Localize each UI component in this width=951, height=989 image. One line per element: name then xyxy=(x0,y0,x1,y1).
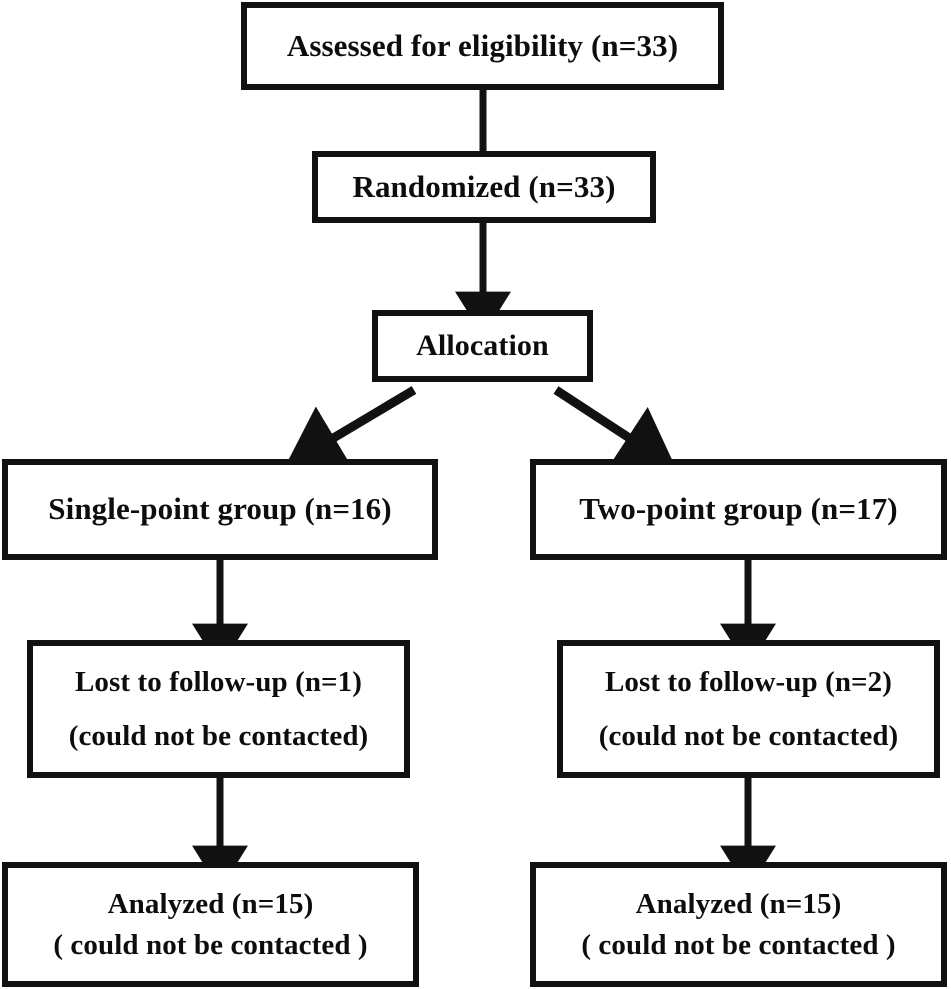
node-analyzed-right-line-1: Analyzed (n=15) xyxy=(635,888,842,921)
node-single-point-group: Single-point group (n=16) xyxy=(2,459,438,560)
node-lost-left-line-2: (could not be contacted) xyxy=(68,720,369,752)
node-assessed-line-1: Assessed for eligibility (n=33) xyxy=(286,27,679,63)
node-lost-left-line-1: Lost to follow-up (n=1) xyxy=(74,665,363,698)
node-analyzed-left-line-2: ( could not be contacted ) xyxy=(53,928,368,961)
node-randomized: Randomized (n=33) xyxy=(312,151,656,223)
node-two-point-group: Two-point group (n=17) xyxy=(530,459,947,560)
node-lost-right-line-1: Lost to follow-up (n=2) xyxy=(604,665,893,698)
node-assessed-for-eligibility: Assessed for eligibility (n=33) xyxy=(241,2,724,90)
connector-allocation-to-group-left xyxy=(284,386,417,469)
connector-allocation-to-group-right xyxy=(553,386,677,469)
node-analyzed-right: Analyzed (n=15) ( could not be contacted… xyxy=(530,862,947,987)
node-lost-to-follow-up-right: Lost to follow-up (n=2) (could not be co… xyxy=(557,640,940,778)
node-lost-right-line-2: (could not be contacted) xyxy=(598,720,899,752)
node-analyzed-left: Analyzed (n=15) ( could not be contacted… xyxy=(2,862,419,987)
node-analyzed-left-line-1: Analyzed (n=15) xyxy=(107,888,314,921)
node-two-point-group-line-1: Two-point group (n=17) xyxy=(579,491,898,527)
node-allocation: Allocation xyxy=(372,310,593,382)
node-single-point-group-line-1: Single-point group (n=16) xyxy=(48,491,392,527)
node-analyzed-right-line-2: ( could not be contacted ) xyxy=(581,928,896,961)
node-lost-to-follow-up-left: Lost to follow-up (n=1) (could not be co… xyxy=(27,640,410,778)
node-allocation-line-1: Allocation xyxy=(416,329,549,363)
node-randomized-line-1: Randomized (n=33) xyxy=(352,168,616,204)
